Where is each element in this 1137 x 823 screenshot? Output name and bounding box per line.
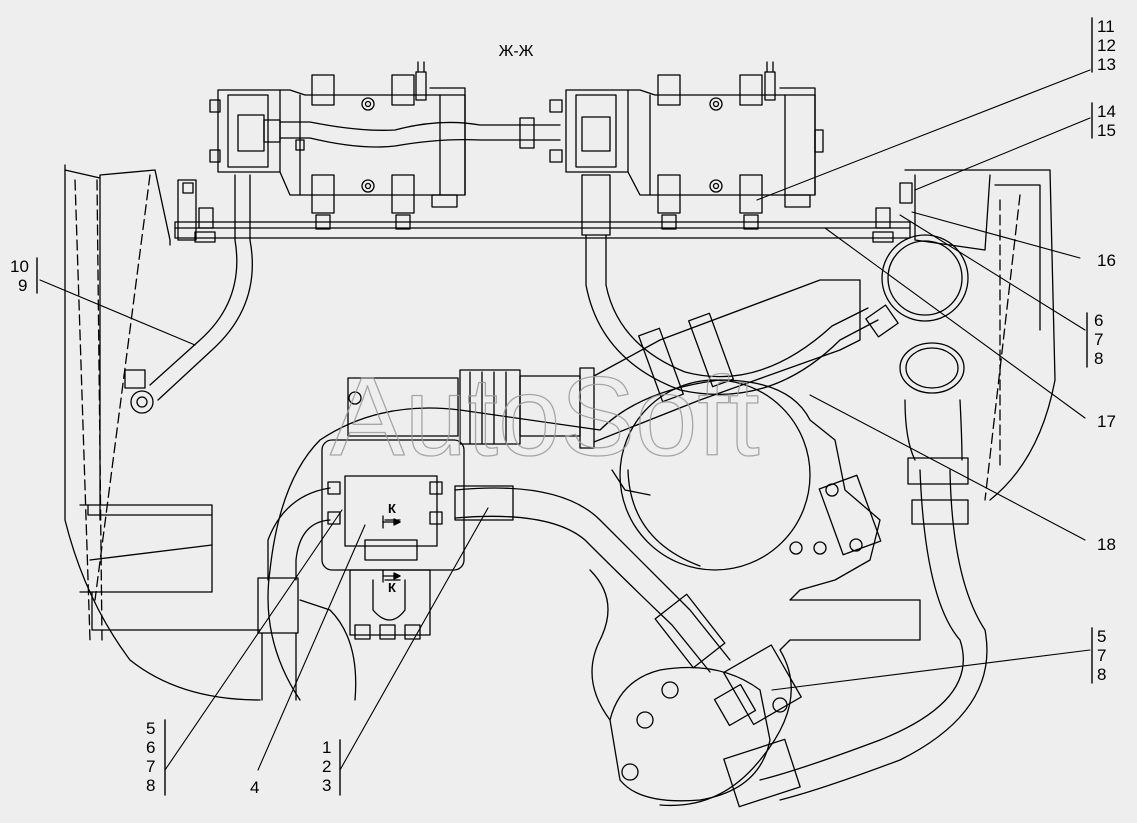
- callout-17: 17: [1097, 412, 1116, 431]
- callout-10: 10: [10, 257, 29, 276]
- right-cylinder-unit: [549, 61, 824, 230]
- callout-13: 13: [1097, 55, 1116, 74]
- callout-15: 15: [1097, 121, 1116, 140]
- left-hose: [149, 174, 253, 401]
- callout-3: 3: [322, 776, 331, 795]
- lower-hose: [454, 487, 731, 673]
- right-frame-member: [904, 169, 1056, 501]
- callout-8: 8: [1094, 349, 1103, 368]
- section-label: Ж-Ж: [499, 43, 534, 60]
- callout-12: 12: [1097, 36, 1116, 55]
- view-mark-k-lower: К: [388, 580, 396, 595]
- left-return-hose: [257, 487, 331, 701]
- section-k-markers: [382, 515, 401, 583]
- left-cylinder-unit: [209, 61, 466, 230]
- callout-14: 14: [1097, 102, 1116, 121]
- callout-6-bottom: 6: [146, 738, 155, 757]
- intake-duct: [347, 279, 861, 449]
- central-hose: [581, 174, 899, 396]
- callout-5-right: 5: [1097, 627, 1106, 646]
- callout-9: 9: [18, 276, 27, 295]
- view-mark-k-upper: К: [388, 501, 396, 516]
- callout-5-bottom: 5: [146, 719, 155, 738]
- pipe-fitting: [519, 117, 535, 149]
- callout-7-bottom: 7: [146, 757, 155, 776]
- watermark-text: AutoSoft: [330, 354, 760, 479]
- callout-6: 6: [1094, 311, 1103, 330]
- pipe-fitting: [263, 119, 281, 143]
- callout-11: 11: [1097, 17, 1115, 36]
- lower-flange: [609, 644, 802, 802]
- labels: Ж-Ж К К 11 12 13 14 15 16 6 7 8 17 18 5 …: [10, 17, 1116, 797]
- callout-7-right: 7: [1097, 646, 1106, 665]
- callout-2: 2: [322, 757, 331, 776]
- right-outer-hose: [723, 399, 988, 808]
- mounting-beam: [174, 179, 913, 243]
- valve-block: [321, 439, 514, 640]
- callout-8-bottom: 8: [146, 776, 155, 795]
- callout-bars: [36, 17, 1093, 796]
- leader-lines: [39, 69, 1091, 771]
- pipe-rings: [881, 234, 969, 394]
- engine-casting: [267, 379, 921, 807]
- callout-1: 1: [322, 738, 331, 757]
- left-frame-member: [64, 164, 261, 701]
- callout-8-right: 8: [1097, 665, 1106, 684]
- callout-18: 18: [1097, 535, 1116, 554]
- callout-7: 7: [1094, 330, 1103, 349]
- connecting-pipe: [279, 121, 561, 148]
- callout-16: 16: [1097, 251, 1116, 270]
- callout-4: 4: [250, 778, 259, 797]
